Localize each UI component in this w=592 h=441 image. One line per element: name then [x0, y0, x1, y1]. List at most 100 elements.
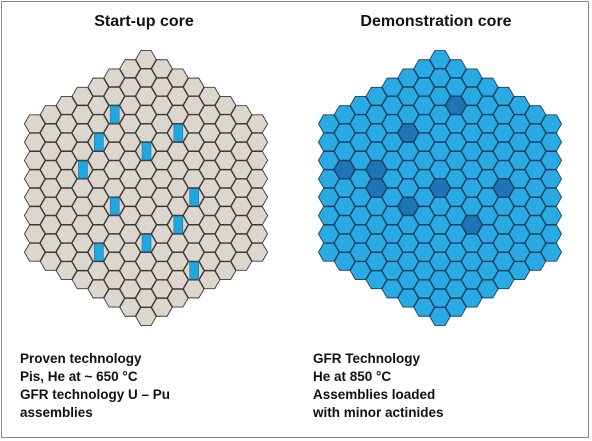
fuel-assembly	[365, 197, 388, 216]
fuel-assembly	[119, 206, 141, 225]
fuel-assembly	[103, 178, 125, 198]
fuel-assembly	[87, 96, 110, 115]
fuel-assembly	[119, 77, 141, 97]
fuel-assembly	[429, 50, 451, 69]
special-assembly	[365, 160, 388, 179]
fuel-assembly	[397, 252, 419, 271]
fuel-assembly	[445, 59, 467, 79]
fuel-assembly	[198, 123, 221, 143]
fuel-assembly	[182, 206, 205, 225]
fuel-assembly	[317, 132, 340, 152]
fuel-assembly	[429, 105, 451, 124]
fuel-assembly	[413, 261, 435, 280]
fuel-assembly	[135, 68, 157, 88]
fuel-assembly	[198, 86, 221, 106]
fuel-assembly	[540, 224, 563, 244]
fuel-assembly	[381, 279, 404, 299]
fuel-assembly	[167, 197, 189, 216]
fuel-assembly	[445, 151, 467, 170]
fuel-assembly	[524, 178, 547, 198]
fuel-assembly	[87, 206, 110, 225]
fuel-assembly	[167, 105, 189, 124]
fuel-assembly	[135, 215, 157, 235]
fuel-assembly	[103, 160, 125, 179]
fuel-assembly	[39, 105, 62, 124]
fuel-assembly	[23, 206, 46, 225]
fuel-assembly	[135, 50, 157, 69]
fuel-assembly	[198, 270, 221, 290]
fuel-assembly	[39, 123, 62, 143]
fuel-assembly	[445, 242, 467, 262]
fuel-assembly	[397, 105, 419, 124]
fuel-assembly	[39, 178, 62, 198]
fuel-assembly	[429, 68, 451, 88]
fuel-assembly	[349, 151, 372, 170]
fuel-assembly	[461, 105, 483, 124]
fuel-assembly	[246, 224, 269, 244]
fuel-assembly	[381, 206, 404, 225]
fuel-assembly	[476, 77, 499, 97]
fuel-assembly	[508, 151, 531, 170]
fuel-assembly	[71, 141, 94, 161]
fuel-assembly	[151, 261, 173, 280]
fuel-assembly	[151, 77, 173, 97]
caption-line: GFR Technology	[313, 351, 420, 366]
fuel-assembly	[349, 187, 372, 207]
fuel-assembly	[167, 141, 189, 161]
fuel-assembly	[429, 215, 451, 235]
fuel-assembly	[365, 123, 388, 143]
special-assembly-insert	[109, 197, 120, 216]
fuel-assembly	[55, 132, 78, 152]
fuel-assembly	[246, 206, 269, 225]
fuel-assembly	[71, 215, 94, 235]
fuel-assembly	[87, 261, 110, 280]
caption-line: assemblies	[20, 405, 93, 420]
special-assembly-insert	[141, 234, 152, 252]
fuel-assembly	[492, 270, 515, 290]
fuel-assembly	[23, 224, 46, 244]
fuel-assembly	[71, 123, 94, 143]
fuel-assembly	[333, 233, 356, 253]
fuel-assembly	[87, 114, 110, 134]
special-assembly-insert	[189, 188, 199, 206]
fuel-assembly	[119, 297, 141, 317]
special-assembly-insert	[141, 142, 152, 161]
fuel-assembly	[182, 224, 205, 244]
fuel-assembly	[508, 187, 531, 207]
fuel-assembly	[381, 187, 404, 207]
special-assembly	[461, 215, 483, 235]
fuel-assembly	[135, 86, 157, 106]
fuel-assembly	[492, 123, 515, 143]
fuel-assembly	[167, 288, 189, 308]
fuel-assembly	[39, 197, 62, 216]
fuel-assembly	[524, 105, 547, 124]
fuel-assembly	[476, 169, 499, 189]
fuel-assembly	[151, 169, 173, 189]
fuel-assembly	[39, 141, 62, 161]
fuel-assembly	[524, 252, 547, 271]
fuel-assembly	[508, 261, 531, 280]
caption-line: Assemblies loaded	[313, 387, 436, 402]
caption-line: Pis, He at ~ 650 °C	[20, 369, 138, 384]
fuel-assembly	[135, 160, 157, 179]
fuel-assembly	[23, 151, 46, 170]
fuel-assembly	[87, 151, 110, 170]
fuel-assembly	[413, 96, 435, 115]
fuel-assembly	[246, 242, 269, 262]
fuel-assembly	[198, 178, 221, 198]
fuel-assembly	[55, 151, 78, 170]
fuel-assembly	[540, 169, 563, 189]
fuel-assembly	[349, 96, 372, 115]
fuel-assembly	[413, 169, 435, 189]
fuel-assembly	[55, 242, 78, 262]
fuel-assembly	[230, 160, 253, 179]
special-assembly-insert	[109, 105, 120, 124]
fuel-assembly	[317, 114, 340, 134]
fuel-assembly	[492, 197, 515, 216]
fuel-assembly	[445, 224, 467, 244]
fuel-assembly	[167, 160, 189, 179]
fuel-assembly	[198, 160, 221, 179]
fuel-assembly	[151, 151, 173, 170]
